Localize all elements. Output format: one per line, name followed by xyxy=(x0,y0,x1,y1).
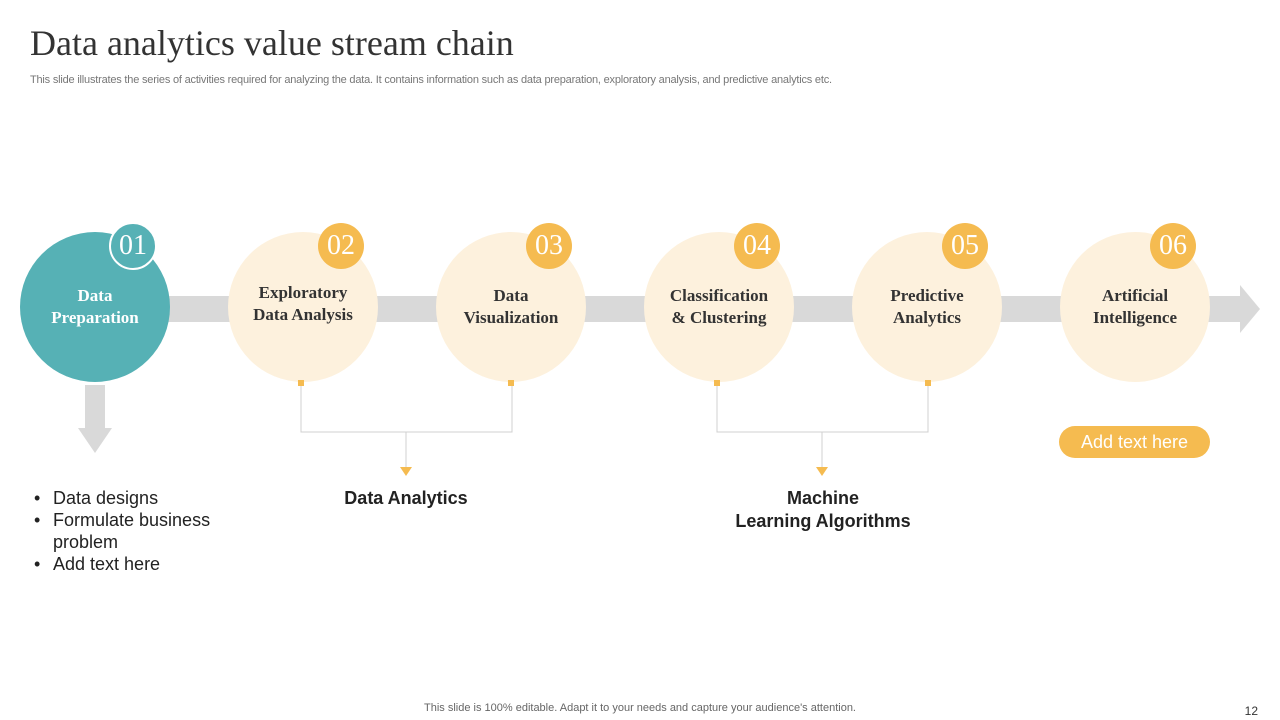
stream-arrow-head xyxy=(1240,285,1260,333)
stage-label-line1: Data xyxy=(77,286,113,305)
stage-number-05: 05 xyxy=(951,230,979,261)
stage-badge-06 xyxy=(1150,223,1196,269)
slide-title: Data analytics value stream chain xyxy=(30,23,514,63)
page-number: 12 xyxy=(1244,704,1258,718)
stage-label-line1: Data xyxy=(493,286,529,305)
bracket-data-analytics xyxy=(298,380,514,476)
stage-circle-02 xyxy=(228,232,378,382)
stage-badge-04 xyxy=(734,223,780,269)
stage-badge-02 xyxy=(318,223,364,269)
stage-label-03: Data Visualization xyxy=(436,285,586,329)
stage-number-03: 03 xyxy=(535,230,563,261)
stage-label-line1: Classification xyxy=(669,286,769,305)
stage-circle-03 xyxy=(436,232,586,382)
stage-label-line1: Artificial xyxy=(1101,286,1169,305)
stage-circle-04 xyxy=(644,232,794,382)
bracket-machine-learning xyxy=(714,380,931,476)
group-label-line1: Data Analytics xyxy=(344,488,468,508)
stage-badge-05 xyxy=(942,223,988,269)
stage-label-line2: Preparation xyxy=(51,308,139,327)
bullet-item: Add text here xyxy=(32,553,213,575)
stage-label-line2: & Clustering xyxy=(671,308,767,327)
stage-label-01: Data Preparation xyxy=(20,285,170,329)
group-label-data-analytics: Data Analytics xyxy=(344,487,467,510)
preparation-bullet-list: Data designs Formulate business problem … xyxy=(32,487,213,575)
stage-number-04: 04 xyxy=(743,230,771,261)
stage-label-05: Predictive Analytics xyxy=(852,285,1002,329)
stage-label-line1: Predictive xyxy=(890,286,964,305)
down-arrow-shaft xyxy=(85,385,105,430)
stage-number-02: 02 xyxy=(327,230,355,261)
stage-label-02: Exploratory Data Analysis xyxy=(228,282,378,326)
stage-label-line1: Exploratory xyxy=(258,283,348,302)
stage-label-line2: Data Analysis xyxy=(253,305,353,324)
stage-number-01: 01 xyxy=(119,230,147,261)
stage-label-06: Artificial Intelligence xyxy=(1060,285,1210,329)
stage-number-06: 06 xyxy=(1159,230,1187,261)
group-label-machine-learning: Machine Learning Algorithms xyxy=(735,487,910,533)
stage-label-line2: Intelligence xyxy=(1092,308,1178,327)
group-label-line1: Machine xyxy=(786,488,860,508)
stage-badge-01 xyxy=(109,222,157,270)
bullet-item: Formulate business problem xyxy=(32,509,213,553)
slide-subtitle: This slide illustrates the series of act… xyxy=(30,74,832,86)
bullet-item: Data designs xyxy=(32,487,213,509)
stage-circle-05 xyxy=(852,232,1002,382)
add-text-button[interactable]: Add text here xyxy=(1059,426,1210,458)
stage-label-04: Classification & Clustering xyxy=(644,285,794,329)
stage-badge-03 xyxy=(526,223,572,269)
down-arrow-head xyxy=(78,428,112,453)
stage-label-line2: Visualization xyxy=(463,308,559,327)
group-label-line2: Learning Algorithms xyxy=(735,511,911,531)
stage-label-line2: Analytics xyxy=(893,308,961,327)
slide-footer: This slide is 100% editable. Adapt it to… xyxy=(424,702,856,714)
stage-circle-06 xyxy=(1060,232,1210,382)
